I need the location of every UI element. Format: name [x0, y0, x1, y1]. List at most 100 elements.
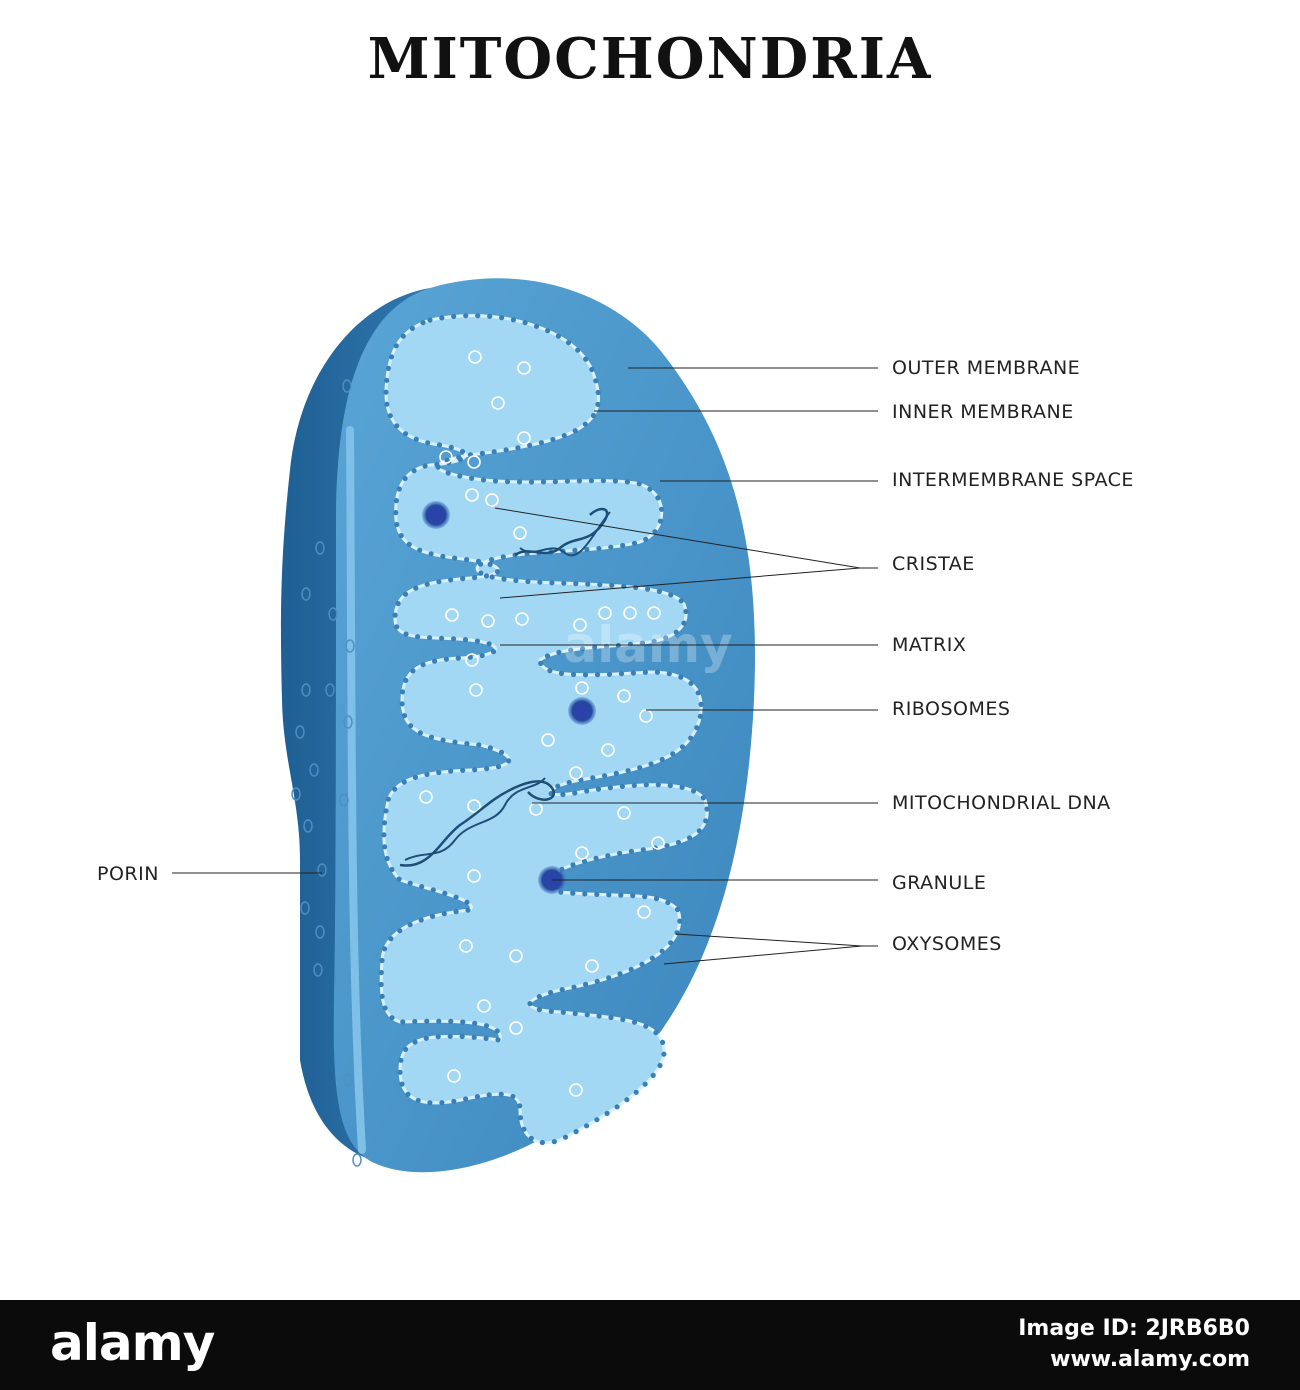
- oxysome-dot: [631, 1019, 638, 1025]
- oxysome-dot: [424, 771, 430, 778]
- oxysome-dot: [584, 1123, 590, 1129]
- oxysome-dot: [403, 631, 409, 637]
- oxysome-dot: [452, 555, 458, 561]
- oxysome-dot: [633, 584, 639, 591]
- footer-image-id: Image ID: 2JRB6B0: [1018, 1316, 1250, 1341]
- oxysome-dot: [690, 788, 697, 794]
- oxysome-dot: [668, 592, 674, 598]
- ribosome: [647, 606, 661, 620]
- oxysome-dot: [653, 896, 660, 902]
- oxysome-dot: [472, 1020, 478, 1026]
- oxysome-dot: [537, 579, 543, 585]
- footer-info: Image ID: 2JRB6B0 www.alamy.com: [1018, 1316, 1250, 1372]
- oxysome-dot: [633, 1089, 639, 1095]
- oxysome-dot: [405, 1091, 411, 1097]
- oxysome-dot: [666, 671, 672, 677]
- oxysome-dot: [472, 767, 478, 773]
- oxysome-dot: [654, 669, 661, 675]
- oxysome-dot: [463, 313, 469, 319]
- oxysome-dot: [590, 775, 596, 781]
- ribosome: [477, 999, 491, 1013]
- oxysome-dot: [628, 848, 635, 854]
- oxysome-dot: [486, 641, 492, 647]
- oxysome-dot: [565, 340, 572, 346]
- oxysome-dot: [398, 1057, 404, 1063]
- oxysome-dot: [436, 1018, 442, 1024]
- oxysome-dot: [427, 1100, 433, 1106]
- oxysome-dot: [445, 470, 451, 476]
- oxysome-dot: [440, 737, 446, 743]
- oxysome-dot: [606, 671, 613, 677]
- label-ribosomes: RIBOSOMES: [892, 698, 1010, 720]
- oxysome-dot: [584, 788, 590, 794]
- oxysome-dot: [661, 1051, 667, 1057]
- oxysome-dot: [594, 978, 600, 984]
- oxysome-dot: [494, 1028, 500, 1034]
- oxysome-dot: [413, 585, 419, 591]
- ribosome: [575, 681, 589, 695]
- oxysome-dot: [605, 853, 611, 859]
- ribosome: [575, 846, 589, 860]
- oxysome-dot: [403, 431, 409, 437]
- oxysome-dot: [640, 847, 646, 853]
- oxysome-dot: [469, 475, 475, 481]
- ribosome: [585, 959, 599, 973]
- oxysome-dot: [464, 741, 470, 747]
- oxysome-dot: [501, 576, 507, 582]
- oxysome-dot: [653, 1030, 659, 1036]
- oxysome-dot: [688, 735, 694, 741]
- granule-2: [568, 697, 596, 725]
- ribosome: [623, 606, 637, 620]
- oxysome-dot: [659, 506, 665, 512]
- oxysome-dot: [475, 313, 481, 319]
- oxysome-dot: [385, 796, 391, 802]
- ribosome: [515, 612, 529, 626]
- oxysome-dot: [510, 317, 516, 323]
- matrix: [379, 314, 709, 1145]
- oxysome-dot: [448, 577, 454, 583]
- oxysome-dot: [516, 479, 523, 485]
- oxysome-dot: [393, 509, 399, 516]
- oxysome-dot: [415, 1097, 421, 1104]
- leader-lines: [172, 367, 878, 965]
- oxysome-dot: [427, 635, 433, 641]
- oxysome-dot: [394, 423, 400, 429]
- oxysome-dot: [498, 749, 505, 756]
- oxysome-dot: [381, 832, 387, 838]
- oxysome-dot: [657, 1062, 663, 1069]
- oxysome-dot: [436, 579, 442, 585]
- ribosome: [509, 1021, 523, 1035]
- ribosome: [491, 396, 505, 410]
- oxysome-dot: [510, 1093, 516, 1100]
- oxysome-dot: [419, 884, 425, 890]
- ribosome: [617, 806, 631, 820]
- oxysome-dot: [564, 478, 571, 484]
- oxysome-dot: [548, 1008, 554, 1015]
- oxysome-dot: [570, 862, 576, 868]
- oxysome-dot: [382, 1005, 388, 1011]
- ribosome: [469, 683, 483, 697]
- oxysome-dot: [406, 541, 412, 548]
- oxysome-dot: [614, 1104, 620, 1110]
- ribosome: [569, 766, 583, 780]
- oxysome-dot: [584, 546, 590, 553]
- oxysome-dot: [624, 1097, 630, 1103]
- oxysome-dot: [659, 756, 665, 763]
- oxysome-dot: [642, 1081, 648, 1087]
- oxysome-dot: [388, 354, 395, 360]
- oxysome-dot: [439, 315, 445, 321]
- oxysome-dot: [393, 498, 399, 504]
- ribosome: [651, 836, 665, 850]
- oxysome-dot: [624, 479, 631, 485]
- oxysome-dot: [399, 701, 405, 707]
- oxysome-dot: [643, 1023, 649, 1029]
- oxysome-dot: [483, 573, 490, 579]
- oxysome-dot: [588, 478, 595, 484]
- oxysome-dot: [637, 765, 643, 771]
- oxysome-dot: [479, 450, 485, 456]
- oxysome-dot: [392, 612, 398, 618]
- oxysome-dot: [479, 652, 485, 659]
- oxysome-dot: [659, 948, 665, 954]
- oxysome-dot: [427, 317, 433, 323]
- oxysome-dot: [688, 680, 694, 686]
